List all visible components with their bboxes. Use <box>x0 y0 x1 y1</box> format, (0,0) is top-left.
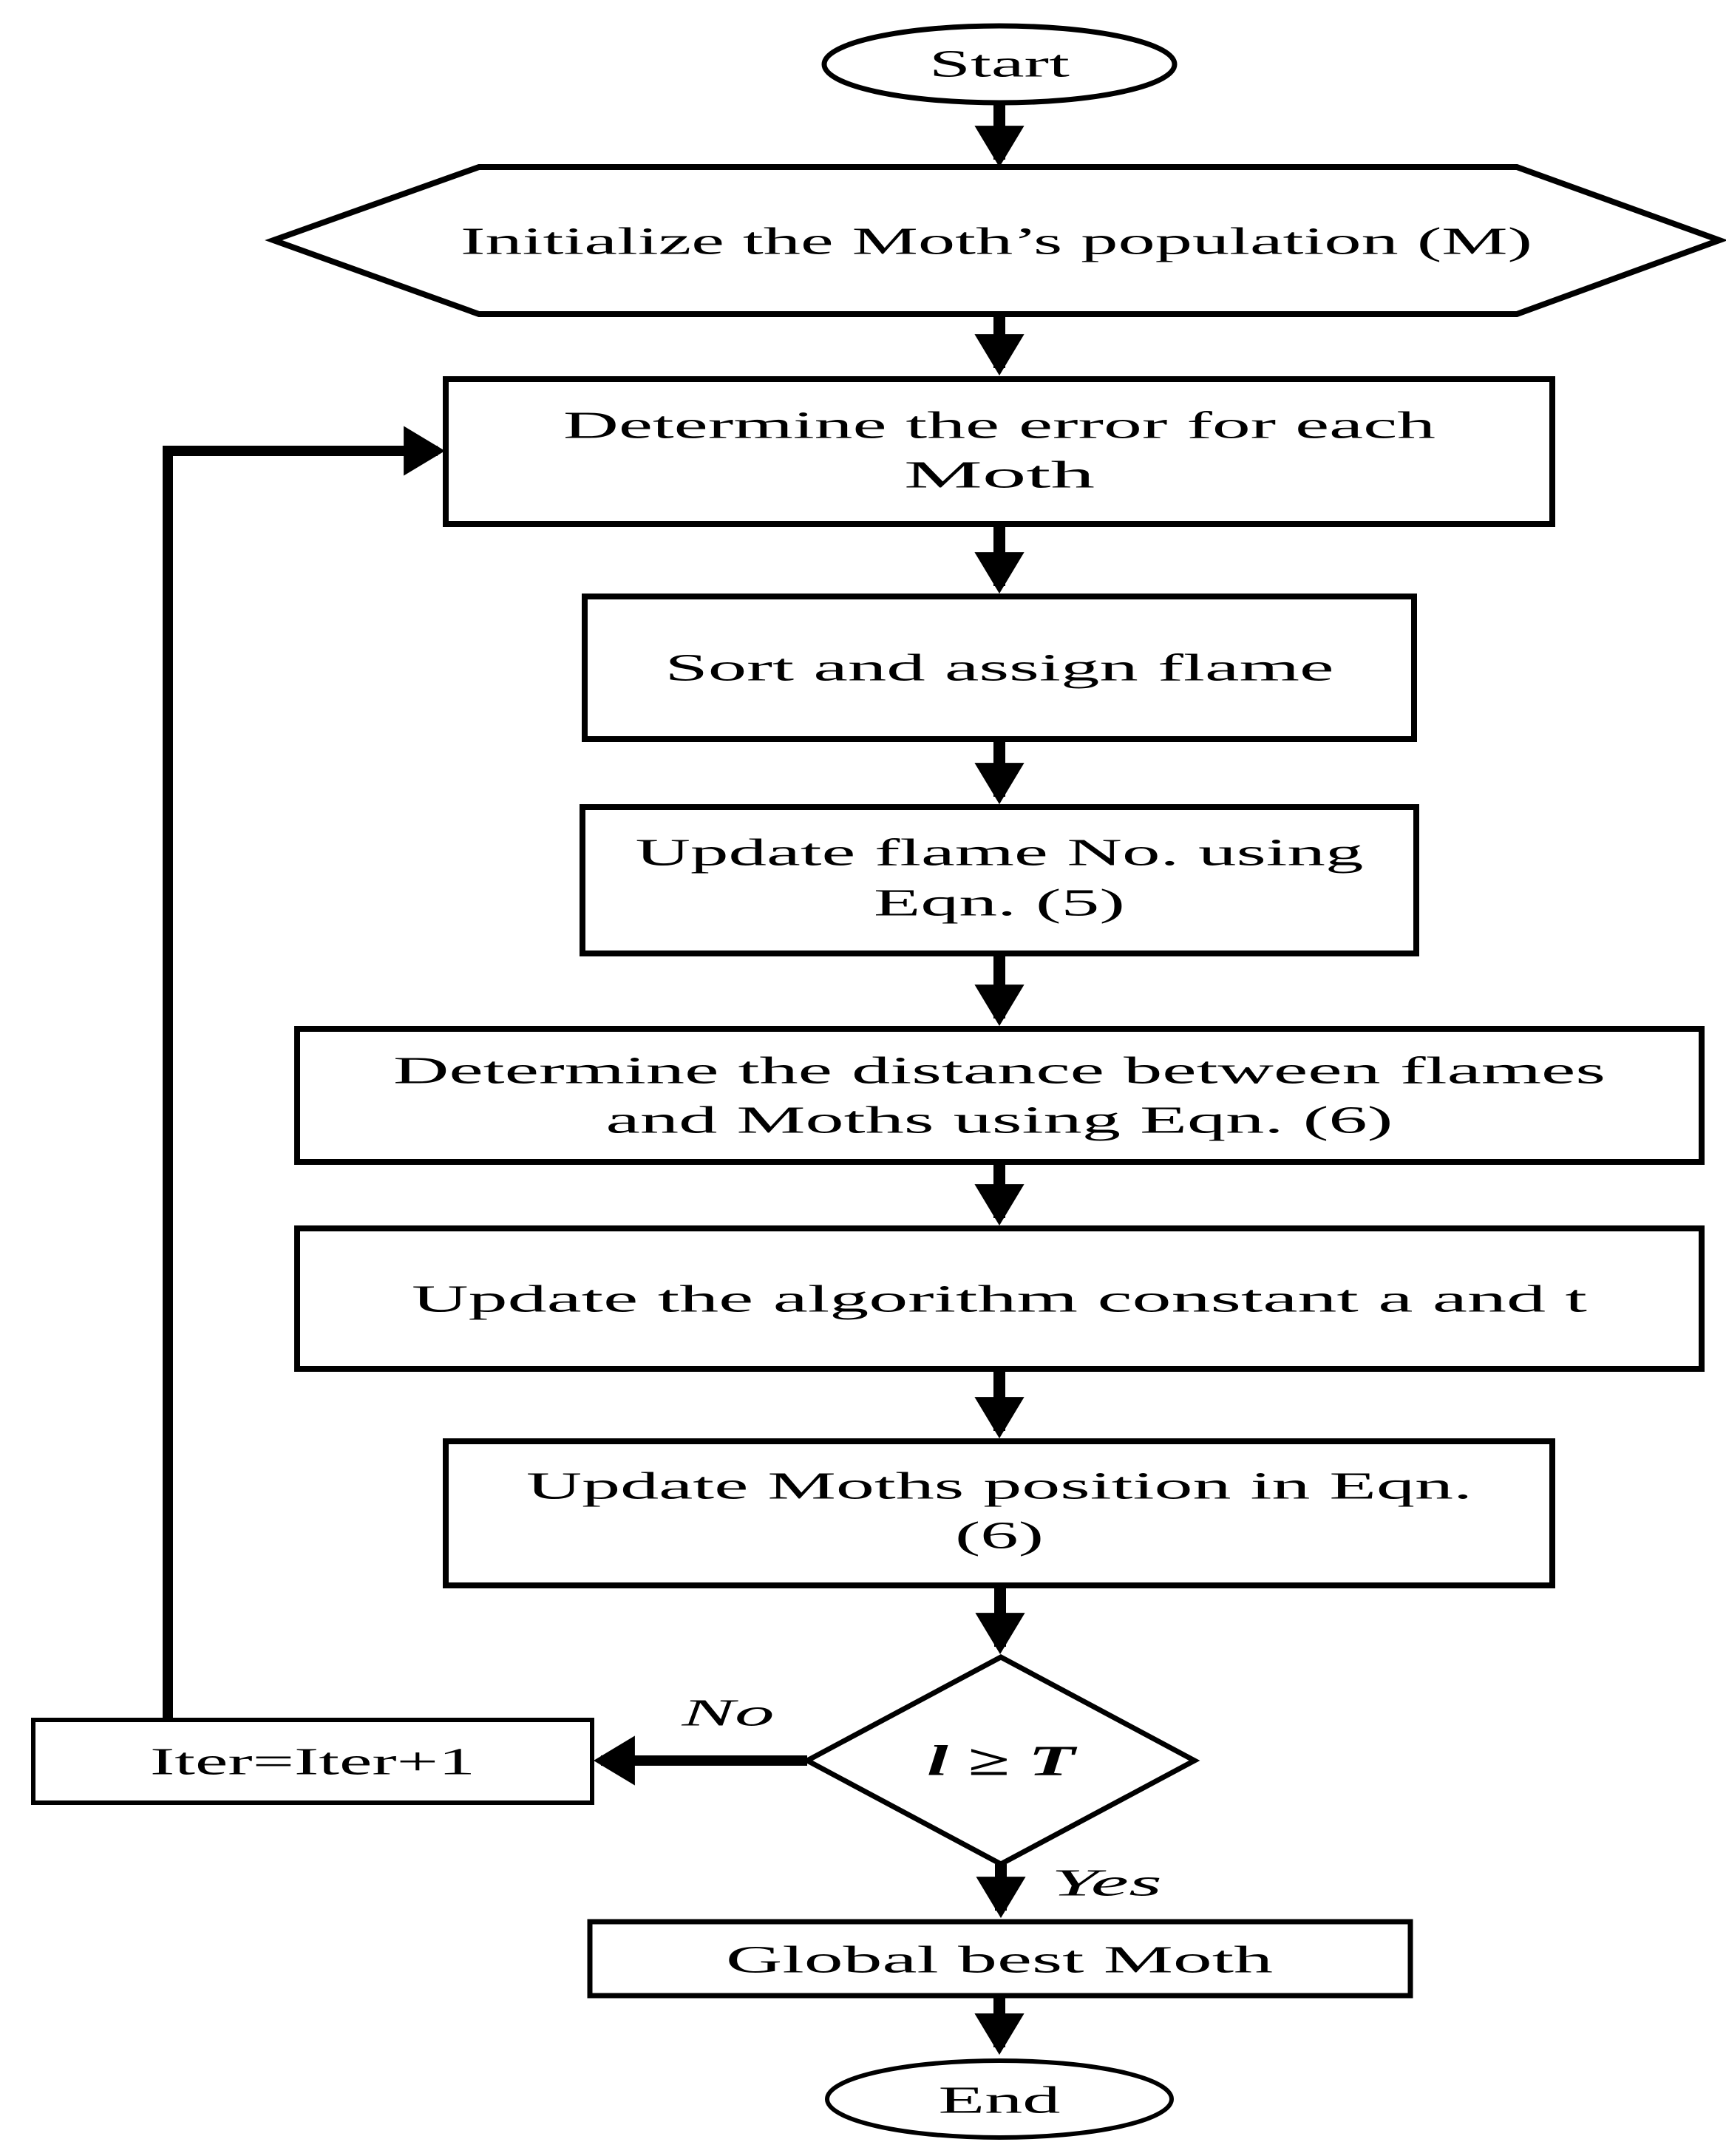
edge-label-no: No <box>680 1693 774 1735</box>
update-position-label-line2: (6) <box>955 1515 1044 1557</box>
update-flame-no-node <box>580 804 1419 956</box>
sort-assign-node <box>582 594 1417 742</box>
start-label: Start <box>929 44 1070 86</box>
initialize-hexagon-node <box>265 164 1726 317</box>
global-best-label: Global best Moth <box>726 1939 1273 1982</box>
sort-assign-label: Sort and assign flame <box>665 647 1334 690</box>
determine-error-label-line2: Moth <box>904 455 1095 497</box>
update-position-node <box>443 1438 1555 1588</box>
iterate-node <box>31 1718 594 1805</box>
update-flame-no-label-line1: Update flame No. using <box>636 832 1364 874</box>
edge-iterate-loopback <box>163 426 446 1720</box>
end-label: End <box>939 2080 1061 2122</box>
edge-label-yes: Yes <box>1051 1863 1162 1905</box>
update-constants-node <box>294 1225 1705 1372</box>
start-node <box>821 23 1178 106</box>
iterate-label: Iter=Iter+1 <box>150 1741 475 1783</box>
determine-error-label-line1: Determine the error for each <box>563 405 1435 447</box>
determine-error-node <box>443 376 1555 527</box>
determine-distance-label-line2: and Moths using Eqn. (6) <box>606 1100 1393 1142</box>
determine-distance-node <box>294 1026 1705 1165</box>
initialize-label: Initialize the Moth’s population (M) <box>461 221 1532 263</box>
decision-label: l ≥ T <box>927 1737 1078 1785</box>
global-best-node <box>587 1919 1413 1999</box>
update-flame-no-label-line2: Eqn. (5) <box>874 883 1125 925</box>
update-position-label-line1: Update Moths position in Eqn. <box>526 1466 1472 1508</box>
update-constants-label: Update the algorithm constant a and t <box>412 1279 1588 1321</box>
end-node <box>825 2058 1174 2140</box>
decision-diamond-node <box>801 1654 1200 1867</box>
determine-distance-label-line1: Determine the distance between flames <box>393 1050 1606 1092</box>
